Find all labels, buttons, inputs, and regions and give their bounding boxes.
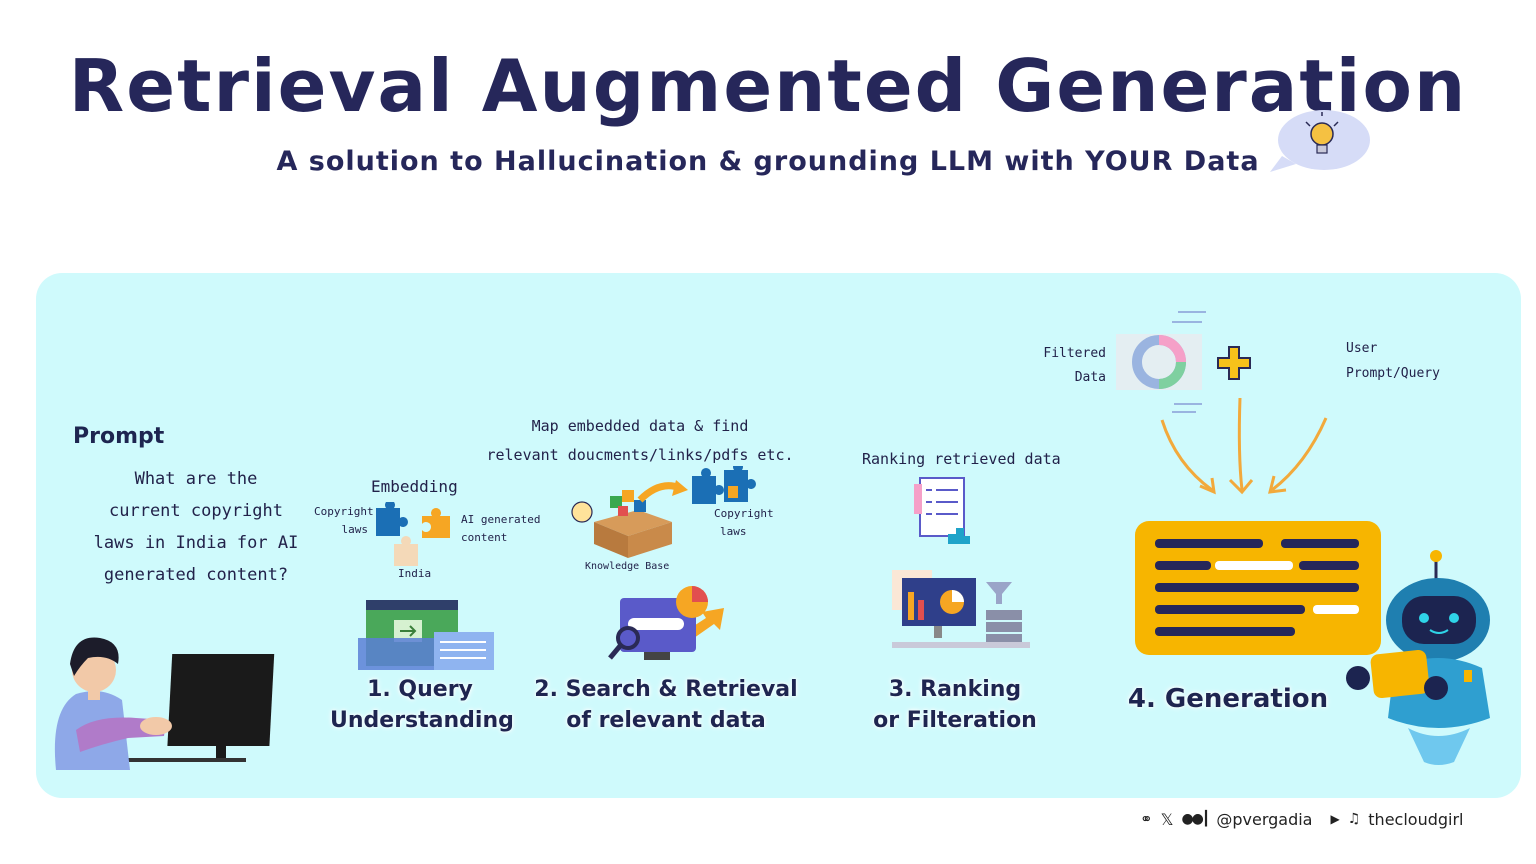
query-understanding-illustration	[358, 600, 494, 670]
step-3-label: 3. Ranking or Filteration	[860, 674, 1050, 736]
label-line: laws	[720, 525, 747, 538]
india-label: India	[398, 567, 432, 580]
social-ring-icon[interactable]: ⚭	[1140, 810, 1153, 828]
label-line: content	[461, 531, 508, 544]
lightbulb-bubble-icon	[1270, 110, 1370, 172]
copyright-laws-label: Copyright laws	[314, 503, 374, 539]
x-icon[interactable]: 𝕏	[1160, 809, 1174, 829]
page-title: Retrieval Augmented Generation	[68, 44, 1468, 128]
prompt-line: laws in India for AI	[93, 533, 299, 553]
step-line: 2. Search & Retrieval	[534, 677, 798, 702]
puzzle-pieces-icon	[376, 502, 450, 566]
prompt-line: current copyright	[109, 501, 283, 521]
step-4-label: 4. Generation	[1127, 684, 1329, 714]
label-line: Copyright	[714, 507, 774, 520]
step-line: or Filteration	[873, 708, 1037, 733]
page-subtitle: A solution to Hallucination & grounding …	[276, 146, 1260, 177]
filtered-data-label: Filtered Data	[1040, 342, 1106, 390]
person-at-computer-illustration	[54, 637, 275, 770]
retrieved-copyright-label: Copyright laws	[714, 505, 774, 541]
ai-content-label: AI generated content	[461, 511, 540, 547]
step-1-label: 1. Query Understanding	[330, 674, 514, 736]
play-icon[interactable]: ▶	[1330, 812, 1340, 826]
ranking-filter-illustration	[892, 570, 1030, 648]
step-line: Understanding	[330, 708, 514, 733]
step-line: 1. Query	[367, 677, 473, 702]
user-query-label: User Prompt/Query	[1346, 336, 1440, 386]
prompt-heading: Prompt	[73, 424, 165, 449]
prompt-line: What are the	[134, 469, 258, 489]
prompt-text: What are the current copyright laws in I…	[80, 463, 312, 591]
plus-icon	[1217, 346, 1251, 380]
label-line: Filtered	[1043, 346, 1106, 361]
label-line: Copyright	[314, 505, 374, 518]
map-text: Map embedded data & find relevant doucme…	[470, 412, 810, 470]
footer: ⚭ 𝕏 ●●┃ @pvergadia ▶ ♫ thecloudgirl	[1140, 806, 1520, 832]
label-line: AI generated	[461, 513, 541, 526]
map-line: relevant doucments/links/pdfs etc.	[486, 446, 794, 464]
robot-illustration	[1346, 550, 1490, 765]
step-line: of relevant data	[566, 708, 766, 733]
ranking-text: Ranking retrieved data	[862, 450, 1061, 468]
knowledge-base-label: Knowledge Base	[585, 561, 670, 572]
filtered-data-donut-icon	[1116, 311, 1206, 413]
search-retrieval-illustration	[608, 586, 724, 660]
step-2-label: 2. Search & Retrieval of relevant data	[532, 674, 800, 736]
label-line: laws	[341, 523, 369, 536]
site-text[interactable]: thecloudgirl	[1368, 809, 1464, 829]
prompt-line: generated content?	[103, 565, 289, 585]
checklist-icon	[914, 477, 970, 544]
map-line: Map embedded data & find	[531, 417, 749, 435]
medium-icon[interactable]: ●●┃	[1181, 811, 1210, 827]
knowledge-base-box-illustration	[571, 466, 756, 558]
generated-text-document-icon	[1135, 521, 1381, 655]
embedding-heading: Embedding	[371, 477, 458, 496]
handle-text[interactable]: @pvergadia	[1216, 809, 1313, 829]
arrows-down-icon	[1160, 397, 1328, 495]
tiktok-icon[interactable]: ♫	[1347, 811, 1361, 827]
label-line: Prompt/Query	[1346, 366, 1440, 381]
label-line: User	[1346, 341, 1378, 356]
step-line: 3. Ranking	[888, 677, 1022, 702]
label-line: Data	[1074, 370, 1106, 385]
